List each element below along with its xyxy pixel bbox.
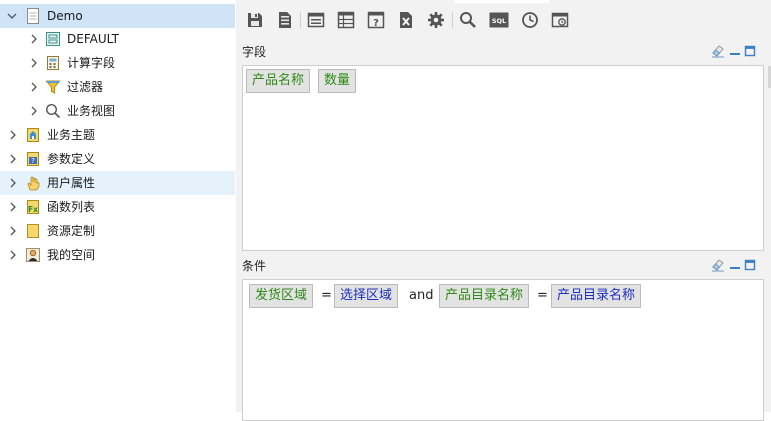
tree-node-label: Demo xyxy=(47,9,83,23)
chevron-right-icon[interactable] xyxy=(8,201,18,213)
minimize-icon[interactable] xyxy=(729,258,741,272)
field-chip[interactable]: 产品名称 xyxy=(246,69,311,93)
tree-node-parameters[interactable]: ? 参数定义 xyxy=(0,147,235,171)
chevron-right-icon[interactable] xyxy=(8,225,18,237)
function-icon: Fx xyxy=(27,200,39,214)
toolbar-separator xyxy=(300,12,301,29)
tree-node-user-attributes[interactable]: 用户属性 xyxy=(0,171,235,195)
fields-section-tools xyxy=(711,44,759,58)
clock-icon[interactable] xyxy=(521,11,539,29)
tree-node-label: 函数列表 xyxy=(47,200,96,214)
hand-icon xyxy=(27,176,40,191)
eraser-icon[interactable] xyxy=(711,258,725,272)
condition-field-chip[interactable]: 发货区域 xyxy=(249,284,314,308)
tree-node-label: 我的空间 xyxy=(47,248,96,262)
tree-node-demo[interactable]: Demo xyxy=(0,4,235,28)
chevron-right-icon[interactable] xyxy=(29,81,39,93)
toolbar: ? SQL xyxy=(236,0,771,40)
tree-node-label: 参数定义 xyxy=(47,152,96,166)
database-icon xyxy=(46,32,60,46)
maximize-icon[interactable] xyxy=(744,258,756,272)
condition-section-tools xyxy=(711,258,759,272)
schedule-icon[interactable] xyxy=(551,11,569,29)
tree-node-label: 业务主题 xyxy=(47,128,96,142)
chevron-right-icon[interactable] xyxy=(8,129,18,141)
tree-node-functions[interactable]: Fx 函数列表 xyxy=(0,195,235,219)
search-icon[interactable] xyxy=(459,11,477,29)
save-as-icon[interactable] xyxy=(276,11,294,29)
tree-node-filters[interactable]: 过滤器 xyxy=(0,75,235,99)
folder-icon xyxy=(27,224,39,238)
chevron-right-icon[interactable] xyxy=(29,105,39,117)
fields-section-title: 字段 xyxy=(242,45,267,59)
tree-node-label: 资源定制 xyxy=(47,224,96,238)
maximize-icon[interactable] xyxy=(744,44,756,58)
condition-operator: = xyxy=(321,288,332,303)
tab-strip-edge xyxy=(454,0,549,3)
report-icon[interactable] xyxy=(307,11,325,29)
chevron-right-icon[interactable] xyxy=(29,33,39,45)
query-designer: ? SQL xyxy=(236,0,771,421)
chevron-down-icon[interactable] xyxy=(7,10,17,22)
tree-node-label: 计算字段 xyxy=(67,56,116,70)
tree-node-resources[interactable]: 资源定制 xyxy=(0,219,235,243)
fields-panel[interactable]: 产品名称 数量 xyxy=(242,65,764,251)
export-icon[interactable] xyxy=(397,11,415,29)
svg-text:SQL: SQL xyxy=(492,17,506,25)
object-tree: Demo DEFAULT 计算字段 xyxy=(0,0,235,412)
condition-value-chip[interactable]: 选择区域 xyxy=(334,284,399,308)
condition-panel[interactable]: 发货区域 = 选择区域 and 产品目录名称 = 产品目录名称 xyxy=(242,279,764,421)
field-chip[interactable]: 数量 xyxy=(318,69,357,93)
condition-value-chip[interactable]: 产品目录名称 xyxy=(551,284,642,308)
tree-node-label: 过滤器 xyxy=(67,80,104,94)
parameter-icon: ? xyxy=(27,152,39,166)
table-icon[interactable] xyxy=(337,11,355,29)
chevron-right-icon[interactable] xyxy=(8,177,18,189)
help-icon[interactable]: ? xyxy=(367,11,385,29)
eraser-icon[interactable] xyxy=(711,44,725,58)
tree-node-label: DEFAULT xyxy=(67,32,119,46)
svg-text:?: ? xyxy=(31,157,35,165)
tree-node-label: 业务视图 xyxy=(67,104,116,118)
condition-section-title: 条件 xyxy=(242,259,267,273)
chevron-right-icon[interactable] xyxy=(29,57,39,69)
svg-text:?: ? xyxy=(373,18,379,29)
condition-connector[interactable]: and xyxy=(409,288,434,303)
magnifier-icon xyxy=(45,103,61,119)
chevron-right-icon[interactable] xyxy=(8,153,18,165)
minimize-icon[interactable] xyxy=(729,44,741,58)
toolbar-separator xyxy=(452,12,453,29)
tree-node-business-theme[interactable]: 业务主题 xyxy=(0,123,235,147)
tree-node-business-views[interactable]: 业务视图 xyxy=(0,99,235,123)
document-icon xyxy=(27,8,39,24)
user-icon xyxy=(26,248,40,262)
tree-node-my-space[interactable]: 我的空间 xyxy=(0,243,235,267)
scrollbar-hint[interactable] xyxy=(768,66,771,88)
tree-node-default[interactable]: DEFAULT xyxy=(0,27,235,51)
condition-field-chip[interactable]: 产品目录名称 xyxy=(439,284,530,308)
condition-operator: = xyxy=(537,288,548,303)
tree-node-calculated-fields[interactable]: 计算字段 xyxy=(0,51,235,75)
tree-node-label: 用户属性 xyxy=(47,176,96,190)
svg-text:Fx: Fx xyxy=(28,205,38,214)
chevron-right-icon[interactable] xyxy=(8,249,18,261)
calculator-icon xyxy=(47,56,59,70)
funnel-icon xyxy=(45,80,61,94)
save-icon[interactable] xyxy=(246,11,264,29)
sql-icon[interactable]: SQL xyxy=(489,11,509,29)
settings-icon[interactable] xyxy=(427,11,445,29)
business-theme-icon xyxy=(27,128,39,142)
